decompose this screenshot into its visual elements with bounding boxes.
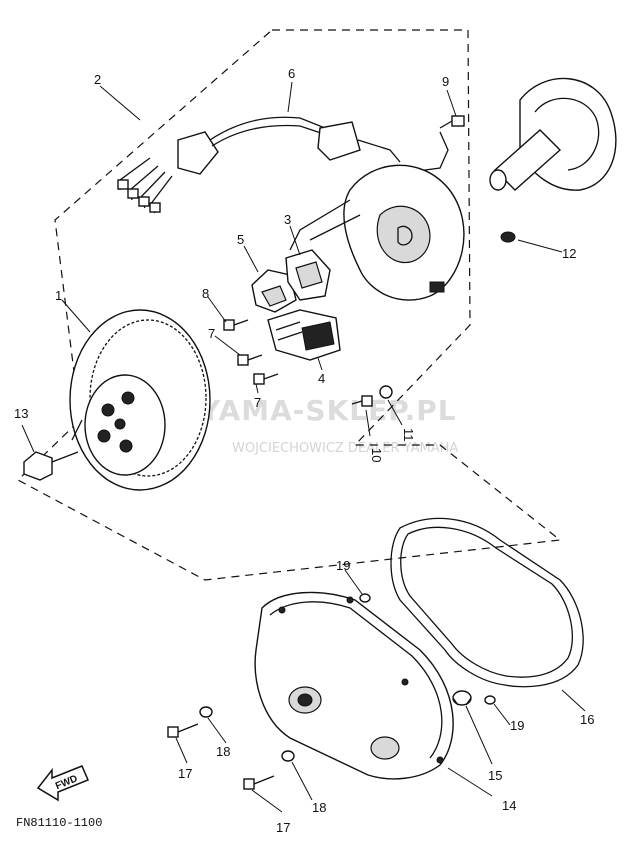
callout-12: 12 bbox=[562, 246, 576, 261]
figure-code: FN81110-1100 bbox=[16, 816, 102, 830]
flywheel-nut bbox=[23, 451, 79, 481]
callout-19a: 19 bbox=[336, 558, 350, 573]
callout-13: 13 bbox=[14, 406, 28, 421]
leader-lines bbox=[21, 81, 586, 813]
bolt-9 bbox=[439, 115, 465, 129]
callout-5: 5 bbox=[237, 232, 244, 247]
callout-8: 8 bbox=[202, 286, 209, 301]
magneto-cover bbox=[254, 591, 454, 780]
wire-harness bbox=[117, 116, 449, 214]
callout-14: 14 bbox=[502, 798, 516, 813]
crankshaft-end bbox=[489, 77, 617, 243]
stator-screw bbox=[223, 319, 279, 385]
washer-11 bbox=[379, 385, 393, 399]
dowel-pin bbox=[452, 690, 472, 706]
callout-15: 15 bbox=[488, 768, 502, 783]
pickup-coil bbox=[251, 269, 297, 313]
charge-coil bbox=[285, 249, 331, 301]
callout-18a: 18 bbox=[216, 744, 230, 759]
callout-4: 4 bbox=[318, 371, 325, 386]
pin-19 bbox=[359, 593, 496, 705]
lighting-coil bbox=[267, 309, 341, 361]
watermark-subtitle: WOJCIECHOWICZ DEALER YAMAHA bbox=[232, 441, 458, 456]
fwd-arrow-icon: FWD bbox=[36, 765, 89, 802]
callout-16: 16 bbox=[580, 712, 594, 727]
callout-6: 6 bbox=[288, 66, 295, 81]
callout-1: 1 bbox=[55, 288, 62, 303]
callout-3: 3 bbox=[284, 212, 291, 227]
callout-10: 10 bbox=[369, 448, 384, 462]
flywheel-rotor bbox=[69, 309, 211, 491]
cover-bolt bbox=[167, 723, 275, 790]
magneto-group-boundary bbox=[16, 29, 562, 581]
callout-7b: 7 bbox=[254, 395, 261, 410]
stator-plate bbox=[289, 164, 465, 301]
callout-7a: 7 bbox=[208, 326, 215, 341]
callout-19b: 19 bbox=[510, 718, 524, 733]
callout-17b: 17 bbox=[276, 820, 290, 835]
callout-labels: 1 2 3 4 5 6 7 7 8 9 10 11 12 13 14 15 16… bbox=[14, 66, 594, 835]
cover-gasket bbox=[390, 517, 584, 688]
callout-17a: 17 bbox=[178, 766, 192, 781]
cover-washer bbox=[199, 706, 295, 762]
callout-9: 9 bbox=[442, 74, 449, 89]
bolt-10 bbox=[351, 395, 373, 407]
callout-11: 11 bbox=[401, 428, 416, 442]
watermark-brand: YAMA-SKLEP.PL bbox=[199, 394, 457, 427]
callout-18b: 18 bbox=[312, 800, 326, 815]
callout-2: 2 bbox=[94, 72, 101, 87]
